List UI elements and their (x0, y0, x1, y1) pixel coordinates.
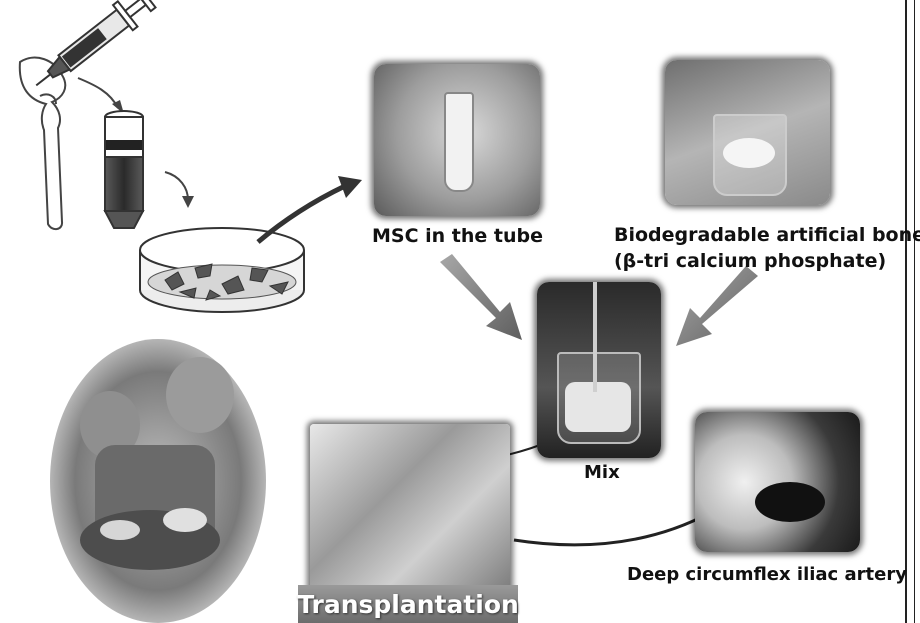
petri-dish-illustration (140, 228, 304, 312)
arrow-msc-to-mix (440, 254, 522, 340)
arrow-dish-to-msc (258, 186, 345, 242)
msc-tube-label: MSC in the tube (372, 225, 543, 247)
mix-photo (537, 282, 661, 458)
arrow-bone-to-mix (676, 266, 758, 346)
centrifuge-tube-illustration (105, 111, 143, 228)
beta-tcp-label: (β-tri calcium phosphate) (614, 250, 886, 272)
artificial-bone-label: Biodegradable artificial bone (614, 224, 920, 246)
transplantation-xray-photo (310, 424, 510, 594)
tube-in-hand (444, 92, 474, 192)
mix-label: Mix (584, 462, 620, 483)
artificial-bone-photo (665, 60, 830, 205)
surgery-photo (50, 339, 266, 623)
femur-pelvis-illustration (20, 58, 65, 230)
transplantation-banner: Transplantation (298, 585, 518, 623)
artery-label: Deep circumflex iliac artery (627, 564, 907, 585)
arrow-tube-to-dish (165, 172, 188, 200)
artery-photo (695, 412, 860, 552)
msc-tube-photo (374, 64, 540, 216)
bone-granules-glass (713, 114, 787, 196)
arrow-syringe-to-tube (78, 78, 118, 108)
mix-glass (557, 352, 641, 444)
